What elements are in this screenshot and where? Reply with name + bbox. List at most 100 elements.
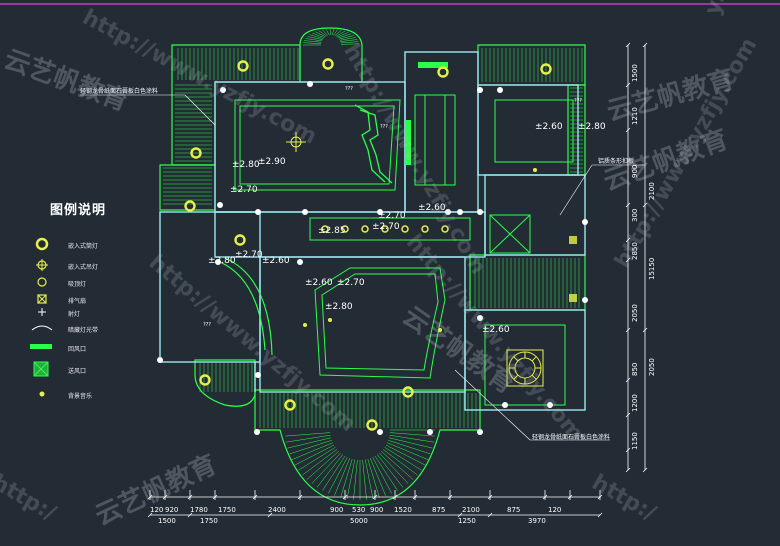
level-mark: ±2.70 (230, 185, 258, 195)
return-air-vent-icon (30, 344, 52, 349)
spotlight (502, 402, 508, 408)
corridor-light (401, 225, 409, 233)
unknown-mark: ??? (380, 124, 388, 130)
spotlight (457, 209, 463, 215)
spotlight-icon (38, 308, 46, 316)
corridor-light (321, 225, 329, 233)
level-mark: ±2.80 (232, 160, 260, 170)
spotlight (220, 87, 226, 93)
ceiling-downlight-icon (35, 237, 49, 251)
speaker (328, 318, 332, 322)
chandelier-icon (36, 259, 48, 271)
light-fixtures (157, 58, 588, 435)
speaker (303, 323, 307, 327)
supply-air-vent-icon (33, 361, 49, 377)
legend-label-pendant: 吸顶灯 (68, 281, 87, 288)
downlight (540, 63, 552, 75)
spotlight (215, 259, 221, 265)
spotlight (477, 209, 483, 215)
hatch-lines (163, 28, 583, 500)
level-mark: ±2.70 (372, 222, 400, 232)
spotlight (427, 429, 433, 435)
spotlight (377, 209, 383, 215)
spotlight (497, 87, 503, 93)
spotlight (377, 429, 383, 435)
spotlight (255, 209, 261, 215)
ceiling-features (219, 62, 574, 406)
dimension-value: 530 (352, 506, 366, 514)
callout-top-left: 轻钢龙骨纸面石膏板白色涂料 (80, 88, 159, 95)
dimension-value: 1500 (158, 517, 176, 525)
level-mark: ±2.70 (235, 250, 263, 260)
downlight (366, 419, 378, 431)
corridor-light (441, 225, 449, 233)
exhaust-fan (569, 236, 577, 244)
spotlight (217, 202, 223, 208)
level-mark: ±2.60 (418, 203, 446, 213)
spotlight (477, 87, 483, 93)
downlight (437, 66, 449, 78)
dimension-value: 1250 (458, 517, 476, 525)
unknown-mark: ??? (345, 86, 353, 92)
legend-title: 图例说明 (50, 203, 107, 218)
dimension-value: 850 (631, 362, 639, 376)
pendant-lamp-icon (37, 277, 47, 287)
dimension-value: 920 (165, 506, 179, 514)
downlight (184, 200, 196, 212)
downlight (402, 386, 414, 398)
spotlight (297, 259, 303, 265)
level-mark: ±2.80 (325, 302, 353, 312)
concealed-light-strip-icon (31, 325, 53, 331)
chandelier (286, 132, 306, 152)
dimension-value: 875 (432, 506, 446, 514)
spotlight (445, 209, 451, 215)
level-mark: ±2.70 (337, 278, 365, 288)
level-mark: ±2.80 (208, 256, 236, 266)
dimension-value: 120 (548, 506, 562, 514)
spotlight (582, 297, 588, 303)
unknown-mark: ??? (574, 98, 582, 104)
level-mark: ±2.60 (305, 278, 333, 288)
dimension-value: 1520 (394, 506, 412, 514)
legend-label-spotlight: 射灯 (68, 311, 81, 318)
level-mark: ±2.60 (262, 256, 290, 266)
downlight (199, 374, 211, 386)
downlight (284, 399, 296, 411)
dimension-value: 5000 (350, 517, 368, 525)
dimension-value: 900 (330, 506, 344, 514)
corridor-light (381, 225, 389, 233)
dimension-value: 875 (507, 506, 521, 514)
callout-bottom: 轻钢龙骨纸面石膏板白色涂料 (532, 434, 611, 441)
downlight (234, 234, 246, 246)
dimension-value: 2100 (462, 506, 480, 514)
dimension-value: 120 (150, 506, 164, 514)
level-mark: ±2.80 (578, 122, 606, 132)
speaker (533, 168, 537, 172)
spotlight (254, 429, 260, 435)
dimension-value: 1780 (190, 506, 208, 514)
dimension-value: 15150 (648, 257, 656, 280)
dimension-value: 900 (370, 506, 384, 514)
legend-label-supply-air: 送风口 (68, 368, 87, 375)
spotlight (157, 357, 163, 363)
corridor-light (361, 225, 369, 233)
dimension-value: 2050 (631, 304, 639, 322)
spotlight (307, 81, 313, 87)
spotlight (582, 219, 588, 225)
level-mark: ±2.90 (258, 157, 286, 167)
round-chandelier (506, 349, 544, 387)
dimension-value: 1200 (631, 394, 639, 412)
spotlight (255, 372, 261, 378)
callout-leaders (80, 94, 645, 441)
unknown-mark: ??? (203, 322, 211, 328)
speaker (438, 328, 442, 332)
dimension-value: 2400 (268, 506, 286, 514)
dimension-value: 1750 (200, 517, 218, 525)
dimension-value: 1500 (631, 64, 639, 82)
dimension-ticks (147, 42, 648, 518)
downlight (322, 58, 334, 70)
spotlight (477, 429, 483, 435)
dimension-value: 3970 (528, 517, 546, 525)
